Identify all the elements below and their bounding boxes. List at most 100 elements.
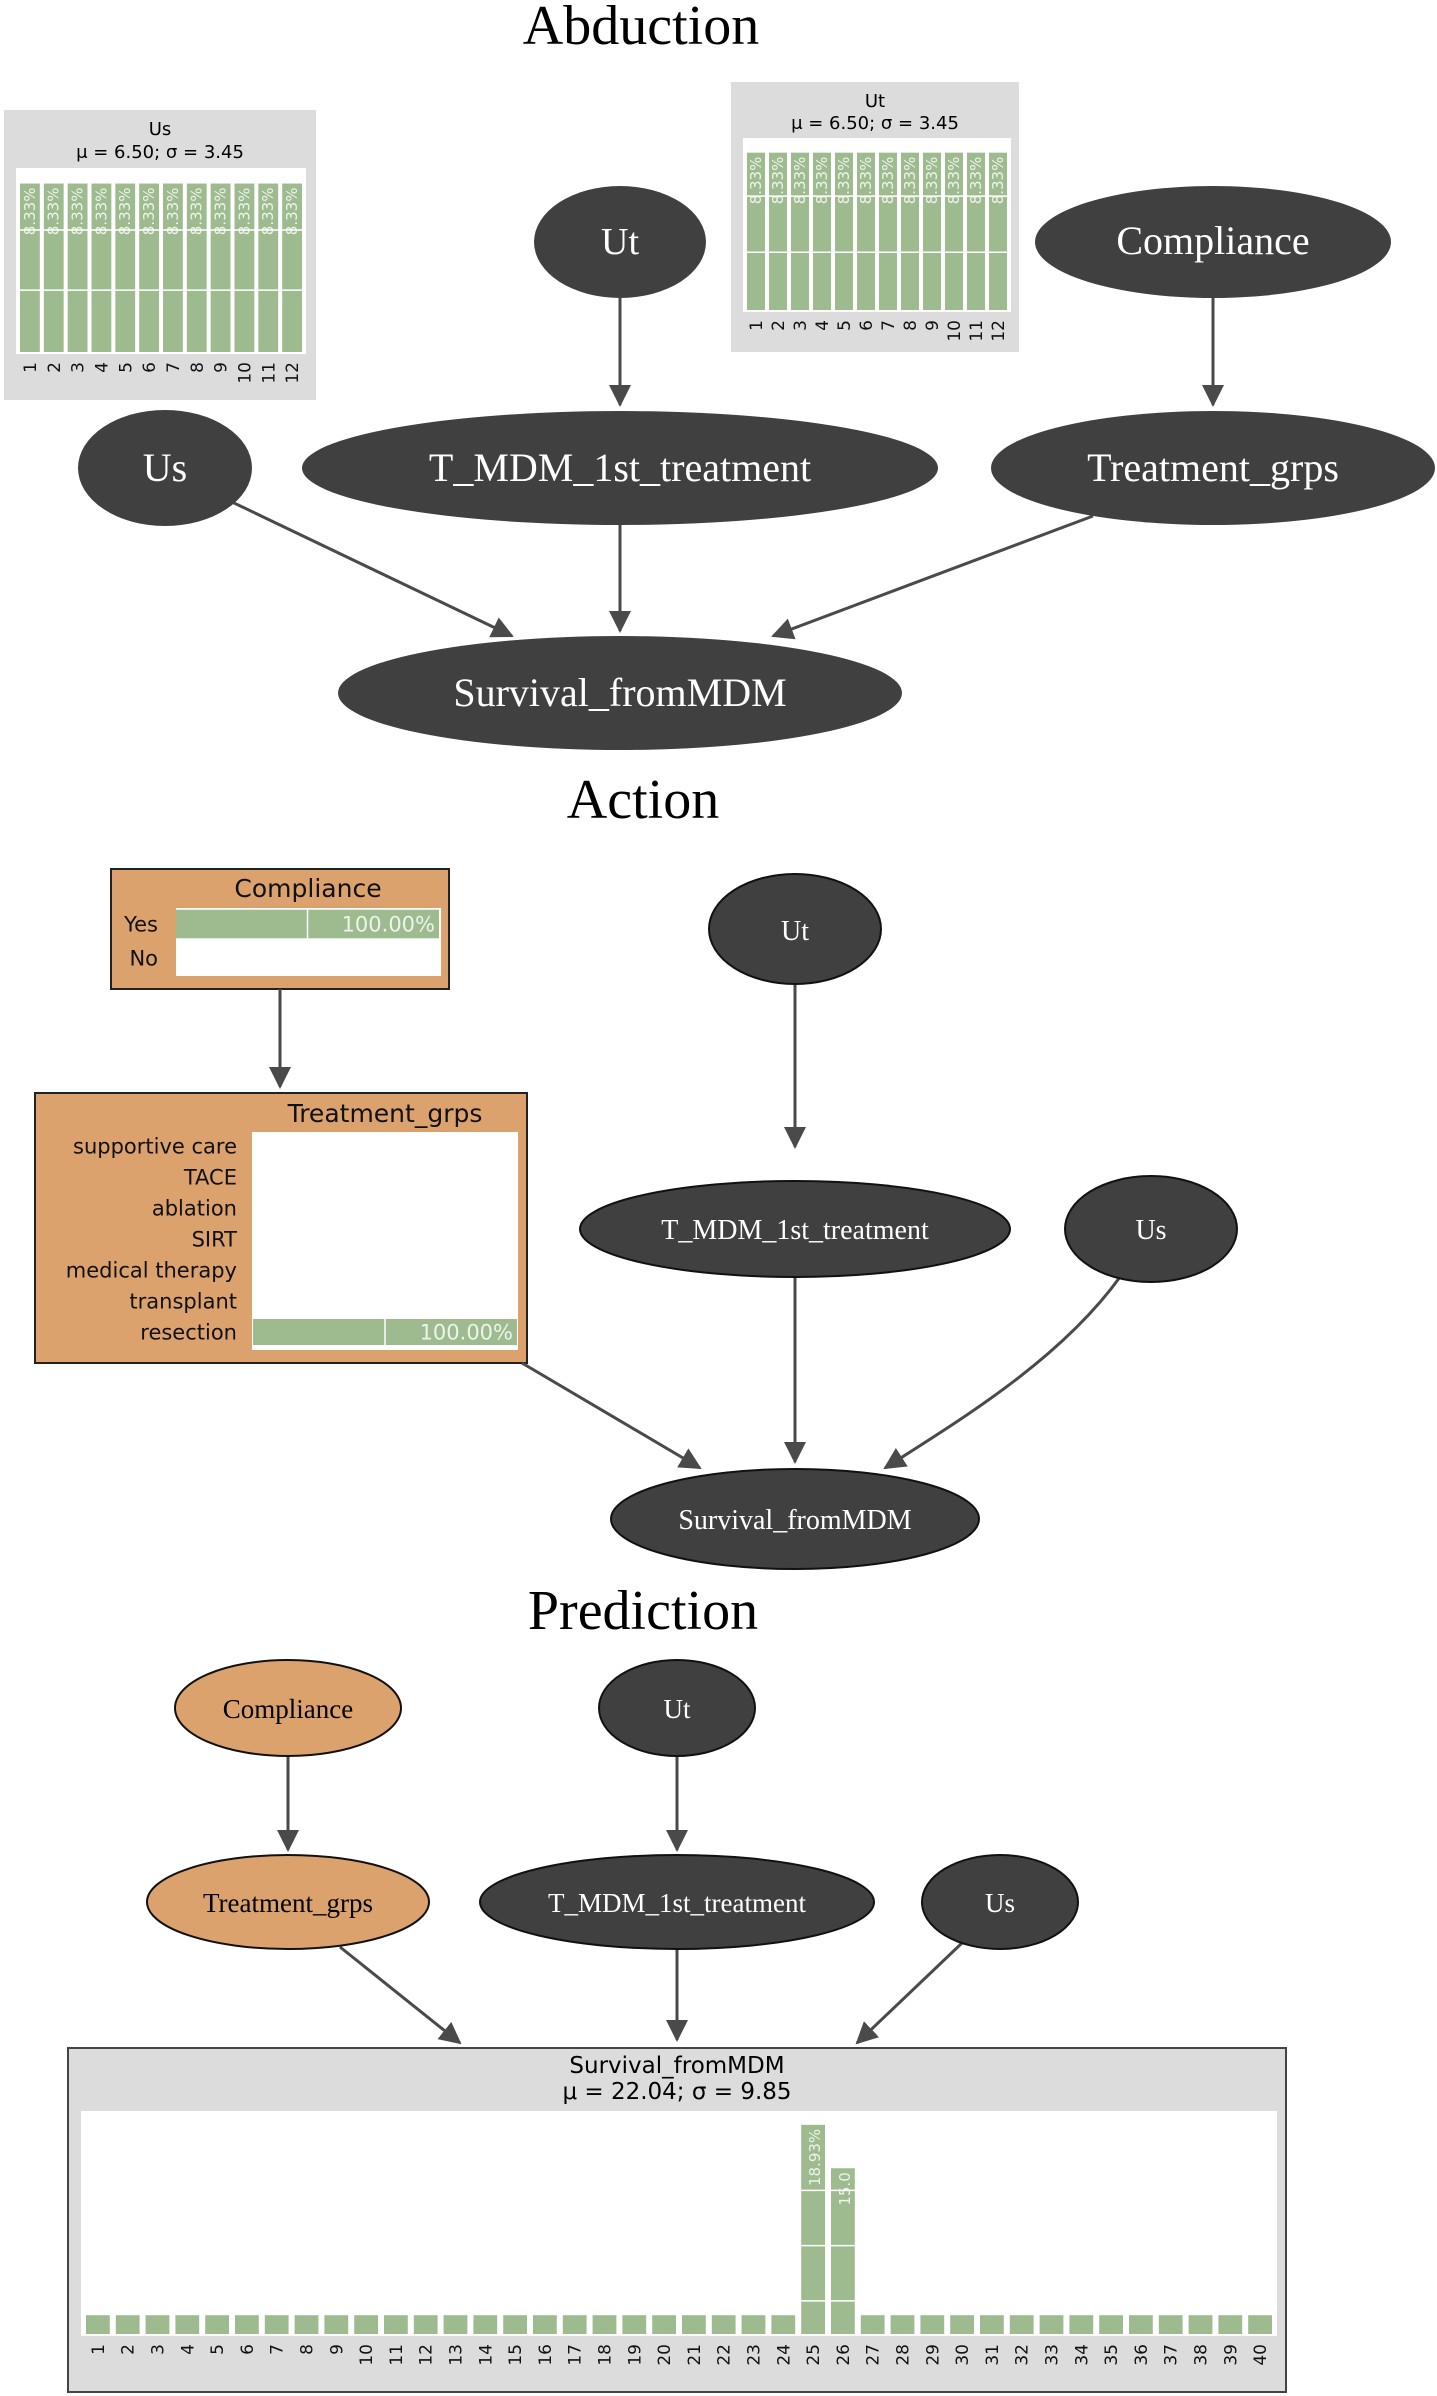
surv-bar-7 (264, 2315, 289, 2334)
surv-bar-5 (205, 2315, 229, 2334)
surv-bar-6 (235, 2315, 259, 2334)
state-label: transplant (129, 1289, 237, 1313)
bar-3 (791, 152, 809, 310)
surv-bar-1 (86, 2315, 110, 2334)
edge-treatment-survival-pred (339, 1945, 462, 2045)
surv-tick-20: 20 (655, 2344, 675, 2366)
svg-text:T_MDM_1st_treatment: T_MDM_1st_treatment (661, 1215, 929, 1246)
surv-bar-30 (950, 2315, 974, 2334)
svg-text:Compliance: Compliance (223, 1694, 353, 1724)
surv-tick-6: 6 (238, 2344, 258, 2355)
surv-tick-5: 5 (208, 2344, 228, 2355)
tick-4: 4 (813, 320, 833, 331)
surv-tick-26: 26 (834, 2344, 854, 2366)
surv-tick-35: 35 (1102, 2344, 1122, 2366)
bar-2 (43, 183, 64, 352)
state-label: TACE (183, 1165, 237, 1189)
state-label: ablation (152, 1196, 237, 1220)
edge-treatment-survival (771, 514, 1094, 640)
svg-text:Treatment_grps: Treatment_grps (203, 1888, 373, 1918)
act-node-us: Us (1064, 1175, 1238, 1283)
bar-12 (282, 183, 302, 352)
prediction-title: Prediction (528, 1580, 758, 1642)
tick-12: 12 (283, 362, 303, 384)
state-label: No (129, 946, 158, 970)
bar-label-2: 8.33% (45, 188, 63, 236)
surv-bar-21 (682, 2315, 706, 2334)
surv-tick-9: 9 (327, 2344, 347, 2355)
bar-label-7: 8.33% (879, 157, 897, 205)
bar-8 (901, 152, 919, 310)
state-label: Yes (123, 912, 158, 936)
abd-node-us: Us (78, 410, 252, 526)
bar-label-11: 8.33% (259, 188, 277, 236)
bar-11 (258, 183, 279, 352)
bar-1 (747, 152, 765, 310)
surv-tick-22: 22 (715, 2344, 735, 2366)
tick-10: 10 (235, 362, 255, 384)
surv-bar-39 (1218, 2315, 1243, 2334)
surv-tick-28: 28 (894, 2344, 914, 2366)
surv-bar-22 (711, 2315, 736, 2334)
bar-label-12: 8.33% (283, 188, 301, 236)
surv-tick-14: 14 (476, 2344, 496, 2366)
surv-tick-25: 25 (804, 2344, 824, 2366)
tick-7: 7 (164, 362, 184, 373)
bar-label-10: 8.33% (235, 188, 253, 236)
abd-node-treatment-grps: Treatment_grps (991, 411, 1435, 525)
ut-distribution-panel: Ut μ = 6.50; σ = 3.45 8.33%8.33%8.33%8.3… (731, 82, 1019, 352)
surv-tick-3: 3 (149, 2344, 169, 2355)
tick-3: 3 (69, 362, 89, 373)
surv-bar-37 (1158, 2315, 1183, 2334)
survival-panel-title: Survival_fromMDM (569, 2053, 784, 2079)
ut-bars: 8.33%8.33%8.33%8.33%8.33%8.33%8.33%8.33%… (745, 152, 1009, 310)
svg-text:Us: Us (143, 445, 187, 490)
surv-tick-23: 23 (745, 2344, 765, 2366)
bar-4 (813, 152, 831, 310)
bar-12 (989, 152, 1007, 310)
pred-node-us: Us (921, 1854, 1079, 1950)
state-value: 100.00% (420, 1320, 513, 1344)
bar-label-7: 8.33% (164, 188, 182, 236)
bar-label-1: 8.33% (21, 188, 39, 236)
svg-text:Treatment_grps: Treatment_grps (1087, 445, 1339, 490)
tick-2: 2 (45, 362, 65, 373)
bar-10 (234, 183, 255, 352)
edge-treatment-survival-action (521, 1361, 702, 1470)
ut-panel-stats: μ = 6.50; σ = 3.45 (791, 113, 959, 134)
tick-3: 3 (791, 320, 811, 331)
surv-bar-27 (860, 2315, 885, 2334)
tick-6: 6 (857, 320, 877, 331)
surv-tick-21: 21 (685, 2344, 705, 2366)
pred-node-compliance: Compliance (174, 1659, 402, 1757)
survival-bars: 18.93%15.0 (83, 2124, 1275, 2334)
tick-11: 11 (259, 362, 279, 384)
surv-bar-9 (324, 2315, 349, 2334)
surv-bar-13 (443, 2315, 468, 2334)
surv-bar-31 (980, 2315, 1004, 2334)
tick-5: 5 (116, 362, 136, 373)
surv-bar-19 (622, 2315, 647, 2334)
surv-bar-25 (801, 2124, 825, 2334)
surv-bar-16 (533, 2315, 557, 2334)
pred-node-treatment-grps: Treatment_grps (146, 1854, 430, 1950)
abd-node-compliance: Compliance (1035, 186, 1391, 298)
bar-10 (945, 152, 963, 310)
bar-3 (67, 183, 88, 352)
surv-tick-12: 12 (417, 2344, 437, 2366)
compliance-box-title: Compliance (234, 874, 381, 903)
bar-9 (210, 183, 231, 352)
surv-tick-19: 19 (625, 2344, 645, 2366)
bar-2 (769, 152, 787, 310)
surv-bar-2 (115, 2315, 140, 2334)
svg-text:Survival_fromMDM: Survival_fromMDM (678, 1505, 911, 1536)
state-label: medical therapy (66, 1258, 237, 1282)
tick-12: 12 (989, 320, 1009, 342)
svg-text:Survival_fromMDM: Survival_fromMDM (453, 670, 786, 715)
tick-9: 9 (923, 320, 943, 331)
edge-us-survival-action (883, 1276, 1122, 1470)
bar-label-11: 8.33% (967, 157, 985, 205)
surv-tick-1: 1 (89, 2344, 109, 2355)
